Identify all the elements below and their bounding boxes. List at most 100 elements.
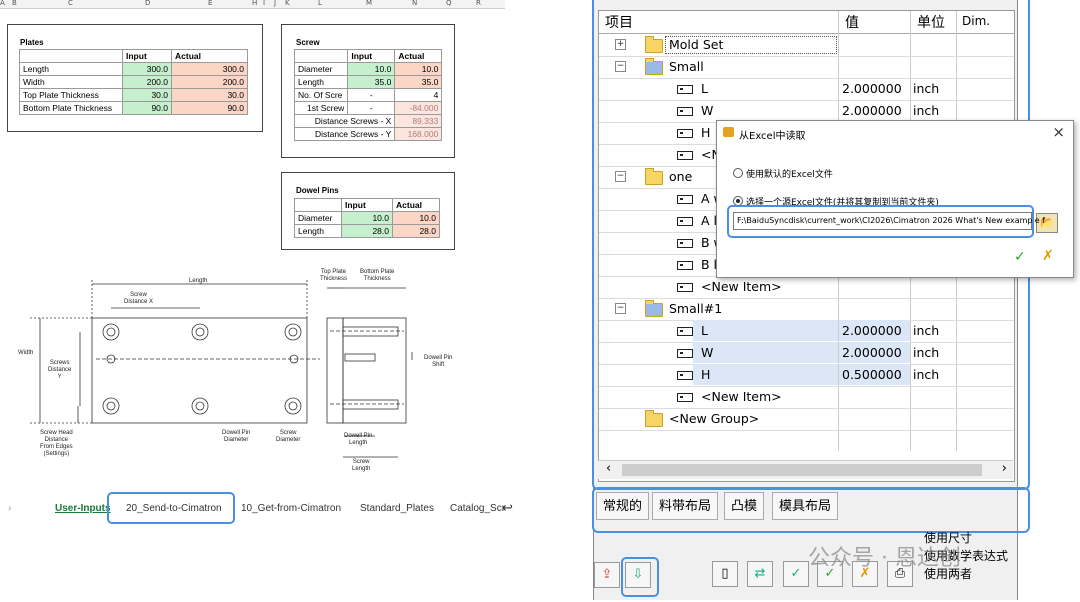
tree-item-value[interactable]: 0.500000	[842, 367, 902, 382]
row-label[interactable]: Width	[19, 75, 123, 89]
cancel-icon[interactable]: ✗	[852, 561, 878, 587]
tree-row[interactable]: <New Group>	[599, 408, 1014, 431]
col-header-unit[interactable]: 单位	[917, 15, 945, 31]
tree-row[interactable]: +Mold Set	[599, 34, 1014, 57]
check-icon[interactable]: ✓	[817, 561, 843, 587]
collapse-icon[interactable]: −	[615, 171, 626, 182]
table-header-cell[interactable]: Actual	[171, 49, 248, 63]
tree-item-unit[interactable]: inch	[913, 367, 940, 382]
table-header-cell[interactable]: Actual	[394, 49, 443, 63]
scroll-tabs-right-icon[interactable]: ›	[8, 503, 12, 514]
row-label[interactable]: Distance Screws - X	[293, 114, 396, 128]
tree-item-value[interactable]: 2.000000	[842, 345, 902, 360]
input-cell[interactable]: 10.0	[341, 211, 393, 225]
col-header-item[interactable]: 项目	[605, 15, 633, 31]
row-label[interactable]: Distance Screws - Y	[293, 127, 396, 141]
input-cell[interactable]: 90.0	[122, 101, 172, 115]
table-header-cell[interactable]: Actual	[392, 198, 440, 212]
actual-cell[interactable]: 10.0	[394, 62, 443, 76]
sheet-tab-get-from-cimatron[interactable]: 10_Get-from-Cimatron	[241, 503, 342, 514]
tree-item-unit[interactable]: inch	[913, 345, 940, 360]
expand-icon[interactable]: +	[615, 39, 626, 50]
ok-check-icon[interactable]: ✓	[1014, 249, 1026, 265]
table-header-cell[interactable]: Input	[347, 49, 396, 63]
sheet-tab-catalog[interactable]: Catalog_Scr	[450, 503, 506, 514]
tree-item-unit[interactable]: inch	[913, 81, 940, 96]
tree-row[interactable]: <New Item>	[599, 386, 1014, 409]
table-header-cell[interactable]: Input	[122, 49, 172, 63]
close-icon[interactable]: ×	[1052, 123, 1065, 141]
tab-punch[interactable]: 凸模	[724, 492, 765, 520]
col-m[interactable]: M	[366, 0, 373, 7]
input-cell[interactable]: 10.0	[347, 62, 396, 76]
option-use-math-expr[interactable]: 使用数学表达式	[924, 549, 1009, 563]
option-use-dimensions[interactable]: 使用尺寸	[924, 531, 973, 545]
row-label[interactable]: Length	[19, 62, 123, 76]
row-label[interactable]: Length	[293, 75, 349, 89]
col-d[interactable]: D	[145, 0, 151, 7]
col-l[interactable]: L	[318, 0, 322, 7]
tree-item-value[interactable]: 2.000000	[842, 103, 902, 118]
collapse-icon[interactable]: −	[615, 61, 626, 72]
col-header-value[interactable]: 值	[845, 15, 859, 31]
input-cell[interactable]: -	[347, 101, 396, 115]
table-header-cell[interactable]	[294, 198, 342, 212]
swap-icon[interactable]: ⇄	[747, 561, 773, 587]
tree-row[interactable]: −Small	[599, 56, 1014, 79]
tree-item-unit[interactable]: inch	[913, 103, 940, 118]
col-n[interactable]: N	[412, 0, 418, 7]
scroll-left-icon[interactable]: ‹	[606, 461, 612, 476]
input-cell[interactable]: 35.0	[347, 75, 396, 89]
tree-item-value[interactable]: 2.000000	[842, 81, 902, 96]
actual-cell[interactable]: 35.0	[394, 75, 443, 89]
cancel-x-icon[interactable]: ✗	[1042, 248, 1054, 264]
option-use-both[interactable]: 使用两者	[924, 567, 973, 581]
actual-cell[interactable]: 89.333	[394, 114, 443, 128]
actual-cell[interactable]: 300.0	[171, 62, 248, 76]
check-arrow-icon[interactable]: ✓	[783, 561, 809, 587]
actual-cell[interactable]: 10.0	[392, 211, 440, 225]
table-header-cell[interactable]: Input	[341, 198, 393, 212]
horizontal-scrollbar[interactable]: ‹ ›	[598, 460, 1013, 479]
tab-mold-layout[interactable]: 模具布局	[772, 492, 839, 520]
actual-cell[interactable]: 30.0	[171, 88, 248, 102]
row-label[interactable]: Diameter	[293, 62, 349, 76]
col-e[interactable]: E	[208, 0, 213, 7]
tree-item-unit[interactable]: inch	[913, 323, 940, 338]
excel-path-input[interactable]: F:\BaiduSyncdisk\current_work\CI2026\Cim…	[733, 212, 1045, 230]
col-r[interactable]: R	[476, 0, 481, 7]
sheet-tab-standard-plates[interactable]: Standard_Plates	[360, 503, 434, 514]
actual-cell[interactable]: 200.0	[171, 75, 248, 89]
scroll-thumb[interactable]	[622, 464, 982, 476]
input-cell[interactable]: -	[347, 88, 396, 102]
col-h[interactable]: H	[252, 0, 258, 7]
col-c[interactable]: C	[68, 0, 73, 7]
tab-general[interactable]: 常规的	[596, 492, 650, 520]
col-k[interactable]: K	[285, 0, 290, 7]
row-label[interactable]: 1st Screw	[293, 101, 349, 115]
print-icon[interactable]: ⎙	[887, 561, 913, 587]
tree-item-value[interactable]: 2.000000	[842, 323, 902, 338]
table-header-cell[interactable]	[19, 49, 123, 63]
col-i[interactable]: I	[263, 0, 266, 7]
actual-cell[interactable]: 90.0	[171, 101, 248, 115]
export-excel-icon[interactable]: ⇪	[594, 562, 620, 588]
input-cell[interactable]: 28.0	[341, 224, 393, 238]
table-header-cell[interactable]	[293, 49, 349, 63]
row-label[interactable]: Diameter	[294, 211, 342, 225]
tab-strip-layout[interactable]: 料带布局	[652, 492, 719, 520]
actual-cell[interactable]: 168.000	[394, 127, 443, 141]
sheet-tab-user-inputs[interactable]: User-Inputs	[55, 503, 111, 514]
row-label[interactable]: Top Plate Thickness	[19, 88, 123, 102]
row-label[interactable]: No. Of Scre	[293, 88, 349, 102]
row-label[interactable]: Length	[294, 224, 342, 238]
import-excel-icon[interactable]: ⇩	[625, 562, 651, 588]
input-cell[interactable]: 300.0	[122, 62, 172, 76]
tree-row[interactable]: <New Item>	[599, 276, 1014, 299]
col-a[interactable]: A	[0, 0, 5, 7]
scroll-right-icon[interactable]: ›	[1001, 461, 1007, 476]
radio-default-excel[interactable]	[733, 168, 743, 178]
bracket-icon[interactable]: ▯	[712, 561, 738, 587]
